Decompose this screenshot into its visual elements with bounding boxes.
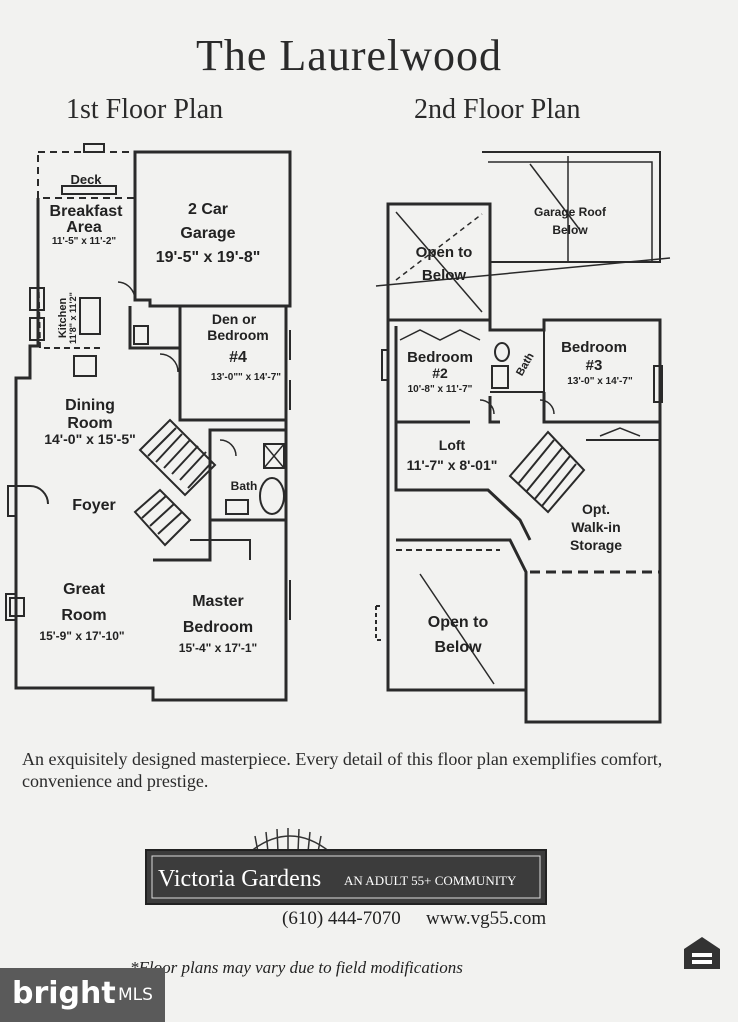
logo-tagline: AN ADULT 55+ COMMUNITY bbox=[344, 873, 517, 888]
bed3-label-1: Bedroom bbox=[561, 339, 627, 356]
logo-name: Victoria Gardens bbox=[158, 866, 321, 892]
bath-label: Bath bbox=[231, 479, 258, 493]
victoria-gardens-logo: Victoria Gardens AN ADULT 55+ COMMUNITY bbox=[145, 828, 547, 905]
floor2-heading: 2nd Floor Plan bbox=[414, 94, 581, 125]
page-title: The Laurelwood bbox=[196, 31, 502, 80]
floor2-plan bbox=[375, 151, 671, 724]
garage-roof-label-1: Garage Roof bbox=[534, 205, 607, 219]
deck-label: Deck bbox=[70, 172, 102, 187]
watermark-brand: bright bbox=[12, 976, 116, 1011]
equal-housing-icon bbox=[684, 937, 720, 969]
garage-label-2: Garage bbox=[180, 225, 235, 242]
open1-label-2: Below bbox=[422, 267, 467, 284]
master-dim: 15'-4" x 17'-1" bbox=[179, 641, 257, 655]
den-label-3: #4 bbox=[229, 349, 247, 366]
contact-website[interactable]: www.vg55.com bbox=[426, 908, 547, 929]
master-label-2: Bedroom bbox=[183, 619, 253, 636]
breakfast-dim: 11'-5" x 11'-2" bbox=[52, 236, 117, 247]
great-room-label-1: Great bbox=[63, 581, 105, 598]
floor1-labels: Deck Breakfast Area 11'-5" x 11'-2" 2 Ca… bbox=[39, 172, 281, 655]
floor-plans: Deck Breakfast Area 11'-5" x 11'-2" 2 Ca… bbox=[5, 143, 671, 724]
storage-label-2: Walk-in bbox=[571, 519, 620, 535]
floor1-heading: 1st Floor Plan bbox=[66, 94, 224, 125]
dining-dim: 14'-0" x 15'-5" bbox=[44, 431, 136, 447]
bed3-dim: 13'-0" x 14'-7" bbox=[567, 376, 633, 387]
storage-label-1: Opt. bbox=[582, 501, 610, 517]
bed2-label-1: Bedroom bbox=[407, 349, 473, 366]
kitchen-dim: 11'8" x 11'2" bbox=[68, 292, 78, 344]
den-dim: 13'-0"" x 14'-7" bbox=[211, 372, 281, 383]
floor2-labels: Garage Roof Below Open to Below Bedroom … bbox=[407, 205, 633, 656]
foyer-label: Foyer bbox=[72, 497, 116, 514]
breakfast-label-1: Breakfast bbox=[50, 203, 124, 220]
bed3-label-2: #3 bbox=[586, 357, 603, 374]
bath2-label: Bath bbox=[514, 351, 537, 378]
floor1-plan bbox=[5, 143, 292, 702]
open1-label-1: Open to bbox=[416, 244, 473, 261]
great-room-label-2: Room bbox=[61, 607, 106, 624]
loft-dim: 11'-7" x 8'-01" bbox=[407, 457, 498, 473]
great-room-dim: 15'-9" x 17'-10" bbox=[39, 629, 124, 643]
bed2-dim: 10'-8" x 11'-7" bbox=[408, 384, 473, 395]
den-label-2: Bedroom bbox=[207, 327, 268, 343]
footnote-text: *Floor plans may vary due to field modif… bbox=[130, 958, 463, 977]
watermark-suffix: MLS bbox=[118, 985, 153, 1005]
kitchen-label: Kitchen bbox=[57, 298, 69, 339]
contact-phone: (610) 444-7070 bbox=[282, 908, 401, 929]
storage-label-3: Storage bbox=[570, 537, 622, 553]
bed2-label-2: #2 bbox=[432, 365, 448, 381]
loft-label: Loft bbox=[439, 437, 466, 453]
bright-mls-watermark: bright MLS bbox=[0, 968, 165, 1022]
den-label-1: Den or bbox=[212, 311, 257, 327]
breakfast-label-2: Area bbox=[66, 219, 102, 236]
garage-roof-label-2: Below bbox=[552, 223, 588, 237]
dining-label-1: Dining bbox=[65, 397, 115, 414]
description-text: An exquisitely designed masterpiece. Eve… bbox=[22, 749, 663, 791]
sunburst-icon bbox=[249, 828, 331, 853]
open2-label-1: Open to bbox=[428, 614, 489, 631]
master-label-1: Master bbox=[192, 593, 244, 610]
garage-label-1: 2 Car bbox=[188, 201, 228, 218]
open2-label-2: Below bbox=[434, 639, 482, 656]
garage-dim: 19'-5" x 19'-8" bbox=[156, 249, 261, 266]
dining-label-2: Room bbox=[67, 415, 112, 432]
